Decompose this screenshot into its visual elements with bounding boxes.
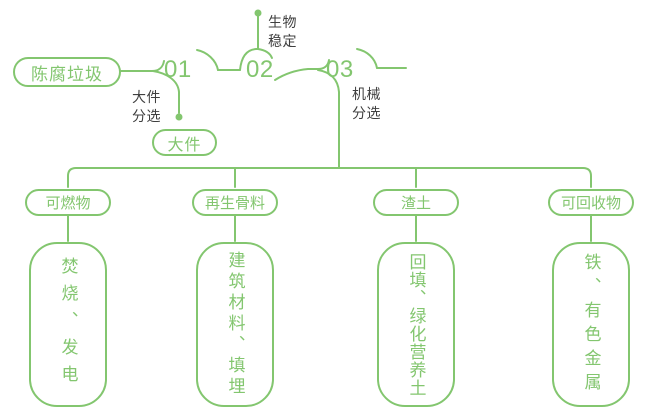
detail-text: 焚烧、发电 xyxy=(58,257,78,392)
line-source-to-step1 xyxy=(120,60,165,72)
source-pill: 陈腐垃圾 xyxy=(13,57,121,87)
category-pill-recycled-aggregate: 再生骨料 xyxy=(192,189,278,216)
category-pill-slag-soil: 渣土 xyxy=(373,189,459,216)
step-number-1: 01 xyxy=(164,56,192,83)
detail-box-metals: 铁、有色金属 xyxy=(552,242,630,407)
connector-dot-bulky xyxy=(175,113,183,121)
line-drop-step3 xyxy=(317,69,340,169)
detail-box-construction: 建筑材料、填埋 xyxy=(196,242,274,407)
step-label-mechanical-sorting: 机械分选 xyxy=(352,86,381,121)
line-bump-bio-right xyxy=(257,48,273,59)
detail-text: 回填、绿化营养土 xyxy=(406,252,426,397)
category-pill-recyclables: 可回收物 xyxy=(548,189,634,216)
step-label-bio-stabilization: 生物稳定 xyxy=(268,14,297,49)
category-label: 再生骨料 xyxy=(204,195,265,212)
bulky-items-pill: 大件 xyxy=(152,129,217,156)
connector-dot-bio xyxy=(254,9,262,17)
category-pill-combustibles: 可燃物 xyxy=(25,189,111,216)
detail-box-backfill: 回填、绿化营养土 xyxy=(377,242,455,407)
source-label: 陈腐垃圾 xyxy=(31,64,103,84)
category-label: 可燃物 xyxy=(45,195,91,212)
category-label: 渣土 xyxy=(400,195,431,212)
category-label: 可回收物 xyxy=(560,195,621,212)
line-step2-to-step3 xyxy=(274,59,330,81)
bulky-items-label: 大件 xyxy=(167,136,202,154)
line-branch-bulky xyxy=(152,70,180,114)
line-distribution-bar xyxy=(67,167,592,188)
line-bump-bio-stem xyxy=(239,15,259,71)
detail-text: 建筑材料、填埋 xyxy=(225,251,245,398)
step-label-bulky-sorting: 大件分选 xyxy=(132,89,161,124)
detail-text: 铁、有色金属 xyxy=(581,252,601,397)
step-number-2: 02 xyxy=(246,56,274,83)
step-number-3: 03 xyxy=(326,56,354,83)
detail-box-incineration: 焚烧、发电 xyxy=(29,242,107,407)
line-step1-to-step2 xyxy=(196,49,241,71)
line-arc-step3 xyxy=(356,48,378,69)
